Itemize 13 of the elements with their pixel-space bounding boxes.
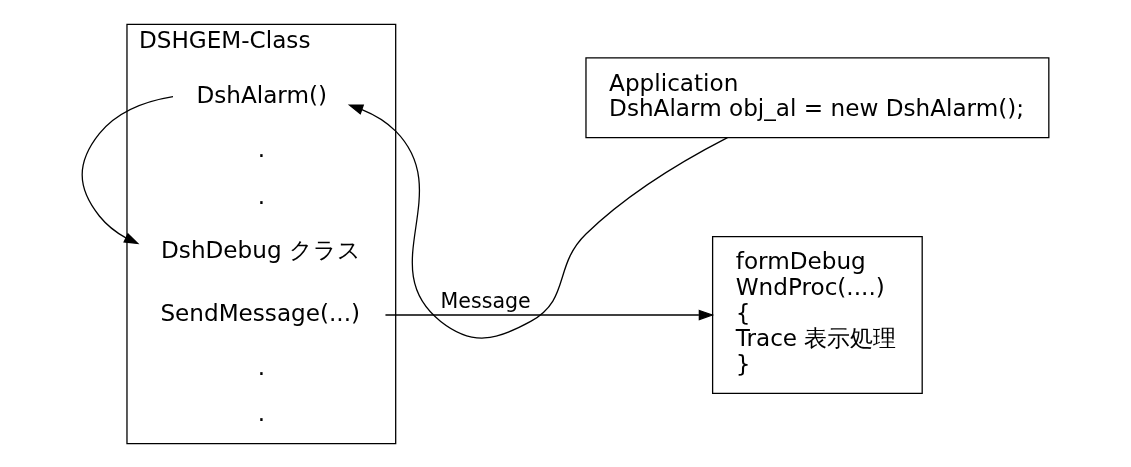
label: . [257,353,266,380]
arrow [81,95,174,244]
node-box: formDebug WndProc(....) { Trace 表示処理 } [711,235,923,394]
node-text: DshAlarm() [196,81,328,108]
node-box: Application DshAlarm obj_al = new DshAlarm(); [585,56,1050,138]
node-text: SendMessage(...) [160,299,361,326]
label: . [257,399,266,426]
label: . [257,135,266,162]
node-text: DshDebug クラス [161,236,361,263]
arrow [347,104,729,339]
edge-label: Message [440,288,531,313]
label: . [257,182,266,209]
arrow [384,309,715,320]
